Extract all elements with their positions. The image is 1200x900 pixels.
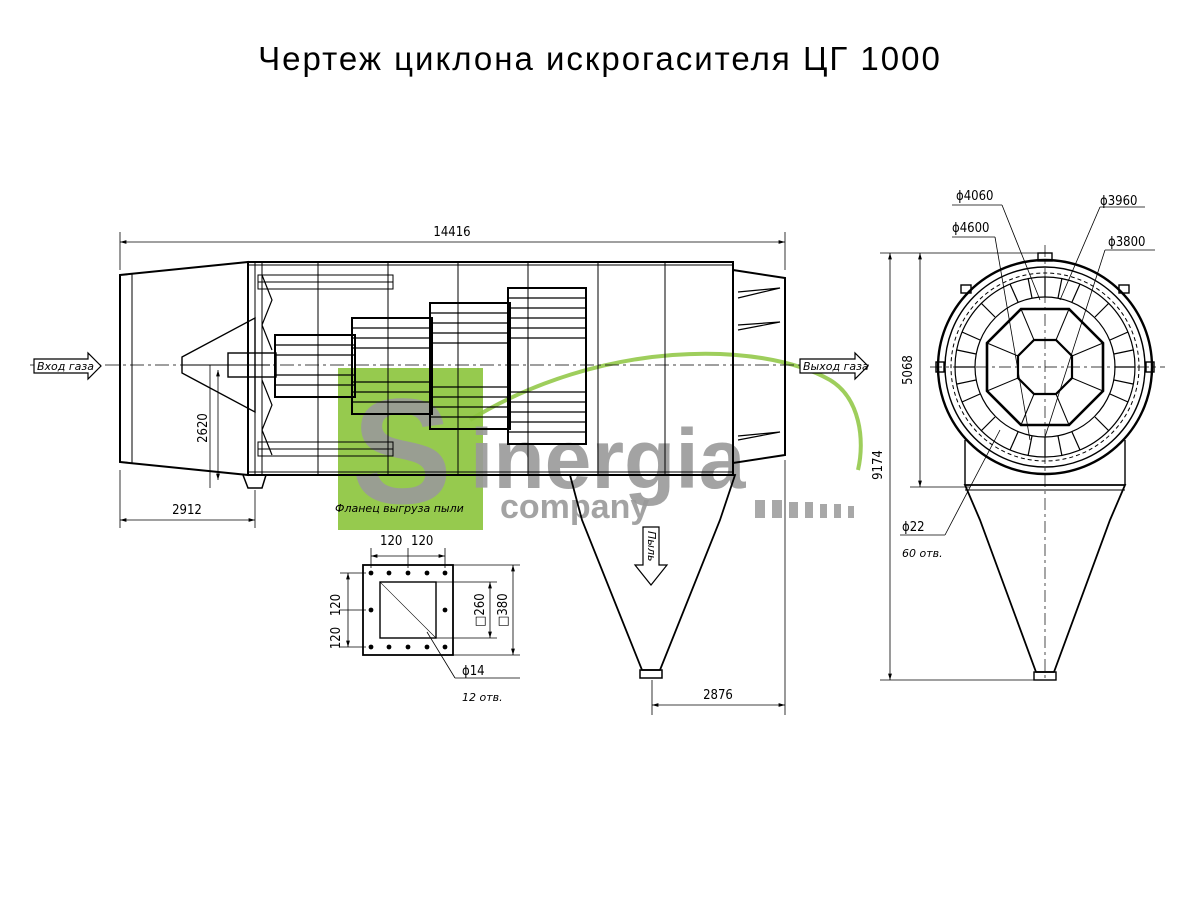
flange-label: Фланец выгруза пыли xyxy=(335,502,464,515)
end-view xyxy=(930,245,1165,681)
gas-outlet-label: Выход газа xyxy=(803,360,869,373)
dust-arrow: Пыль xyxy=(633,526,669,586)
gas-inlet-arrow: Вход газа xyxy=(33,351,102,381)
flange-holes xyxy=(368,570,448,650)
dim-overall-length: 14416 xyxy=(433,225,470,240)
gas-inlet-label: Вход газа xyxy=(37,360,94,373)
drawing-title: Чертеж циклона искрогасителя ЦГ 1000 xyxy=(258,40,942,77)
dim-d4060: ϕ4060 xyxy=(956,189,993,204)
watermark-logo: S inergia company xyxy=(338,351,863,535)
end-outer-ring xyxy=(936,258,1154,476)
end-hole-count: 60 отв. xyxy=(902,547,943,560)
dim-end-height: 5068 xyxy=(901,355,916,385)
flange-pitch-3: 120 xyxy=(329,594,344,616)
dim-axis-height: 2620 xyxy=(196,413,211,443)
flange-outer-size: □380 xyxy=(496,593,511,626)
watermark-word: inergia xyxy=(470,412,747,506)
watermark-bars xyxy=(755,500,854,518)
flange-hole-diameter: ϕ14 xyxy=(462,664,485,679)
side-dimensions xyxy=(119,232,786,715)
outlet-section xyxy=(732,268,786,465)
flange-pitch-2: 120 xyxy=(411,534,433,549)
flange-inner-square xyxy=(379,581,437,639)
dim-d4600: ϕ4600 xyxy=(952,221,989,236)
dust-label: Пыль xyxy=(645,531,658,561)
gas-outlet-arrow: Выход газа xyxy=(799,351,869,381)
watermark-letter: S xyxy=(352,367,452,535)
dim-d3960: ϕ3960 xyxy=(1100,194,1137,209)
dim-total-height: 9174 xyxy=(871,450,886,480)
flange-pitch-4: 120 xyxy=(329,627,344,649)
flange-detail xyxy=(340,548,520,679)
end-dimensions xyxy=(880,204,1155,681)
dim-d3800: ϕ3800 xyxy=(1108,235,1145,250)
dim-inlet-length: 2912 xyxy=(172,503,202,518)
flange-pitch-1: 120 xyxy=(380,534,402,549)
inlet-cone xyxy=(119,260,249,477)
dim-hole-d22: ϕ22 xyxy=(902,520,925,535)
dim-hopper-width: 2876 xyxy=(703,688,733,703)
louver-stages xyxy=(274,287,587,445)
side-view xyxy=(30,260,870,679)
end-radial-vanes xyxy=(955,277,1135,457)
flange-hole-count: 12 отв. xyxy=(462,691,503,704)
flange-inner-size: □260 xyxy=(473,593,488,626)
